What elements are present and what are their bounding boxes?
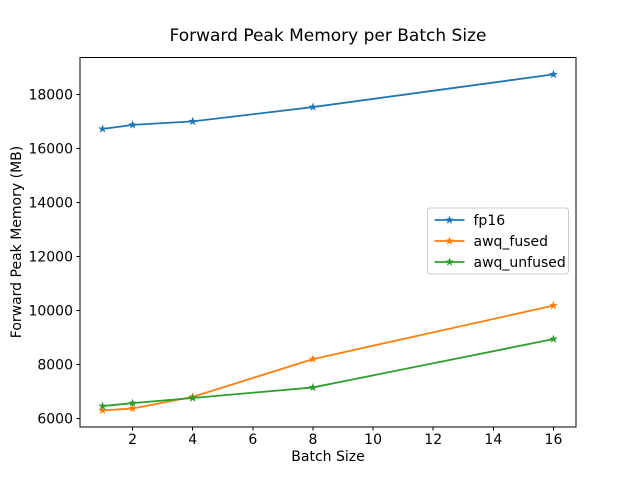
y-tick-label: 12000 <box>28 249 73 265</box>
legend-label-fp16: fp16 <box>474 213 506 229</box>
y-tick-label: 8000 <box>37 357 73 373</box>
legend-label-awq_fused: awq_fused <box>474 234 549 250</box>
series-marker-awq_unfused <box>308 382 318 392</box>
y-tick-label: 14000 <box>28 195 73 211</box>
legend-marker-awq_unfused <box>445 257 454 266</box>
x-tick-label: 2 <box>128 432 137 448</box>
y-axis-label: Forward Peak Memory (MB) <box>9 145 25 339</box>
series-marker-awq_fused <box>128 403 137 413</box>
y-tick-label: 16000 <box>28 141 73 157</box>
series-marker-awq_unfused <box>188 393 198 402</box>
legend-marker-fp16 <box>445 215 454 224</box>
series-marker-fp16 <box>98 124 107 133</box>
x-axis-label: Batch Size <box>291 449 365 465</box>
series-line-fp16 <box>101 73 555 130</box>
x-tick-label: 12 <box>424 432 442 448</box>
series-line-awq_fused <box>101 304 555 412</box>
plot-frame <box>79 57 577 428</box>
series-marker-awq_unfused <box>549 334 558 343</box>
chart-title: Forward Peak Memory per Batch Size <box>169 26 487 46</box>
series-marker-fp16 <box>549 69 558 79</box>
series-marker-fp16 <box>188 116 198 126</box>
series-line-awq_unfused <box>101 338 555 407</box>
y-tick-label: 10000 <box>28 303 73 319</box>
series-marker-awq_unfused <box>98 401 107 410</box>
x-tick-label: 16 <box>545 432 563 448</box>
series-marker-awq_fused <box>98 405 107 415</box>
x-tick-label: 4 <box>188 432 197 448</box>
x-tick-label: 6 <box>248 432 257 448</box>
legend: fp16 awq_fused awq_unfused <box>427 207 569 275</box>
legend-label-awq_unfused: awq_unfused <box>474 255 566 271</box>
x-tick-label: 14 <box>484 432 502 448</box>
y-tick-label: 18000 <box>28 87 73 103</box>
series-marker-fp16 <box>128 120 137 129</box>
x-tick-label: 10 <box>364 432 382 448</box>
series-marker-awq_fused <box>549 301 558 310</box>
y-tick-label: 6000 <box>37 412 73 428</box>
legend-marker-awq_fused <box>445 236 454 245</box>
x-tick-label: 8 <box>309 432 318 448</box>
series-marker-awq_unfused <box>128 398 137 407</box>
legend-box <box>427 207 569 275</box>
series-marker-awq_fused <box>308 354 318 363</box>
series-marker-fp16 <box>308 102 318 111</box>
